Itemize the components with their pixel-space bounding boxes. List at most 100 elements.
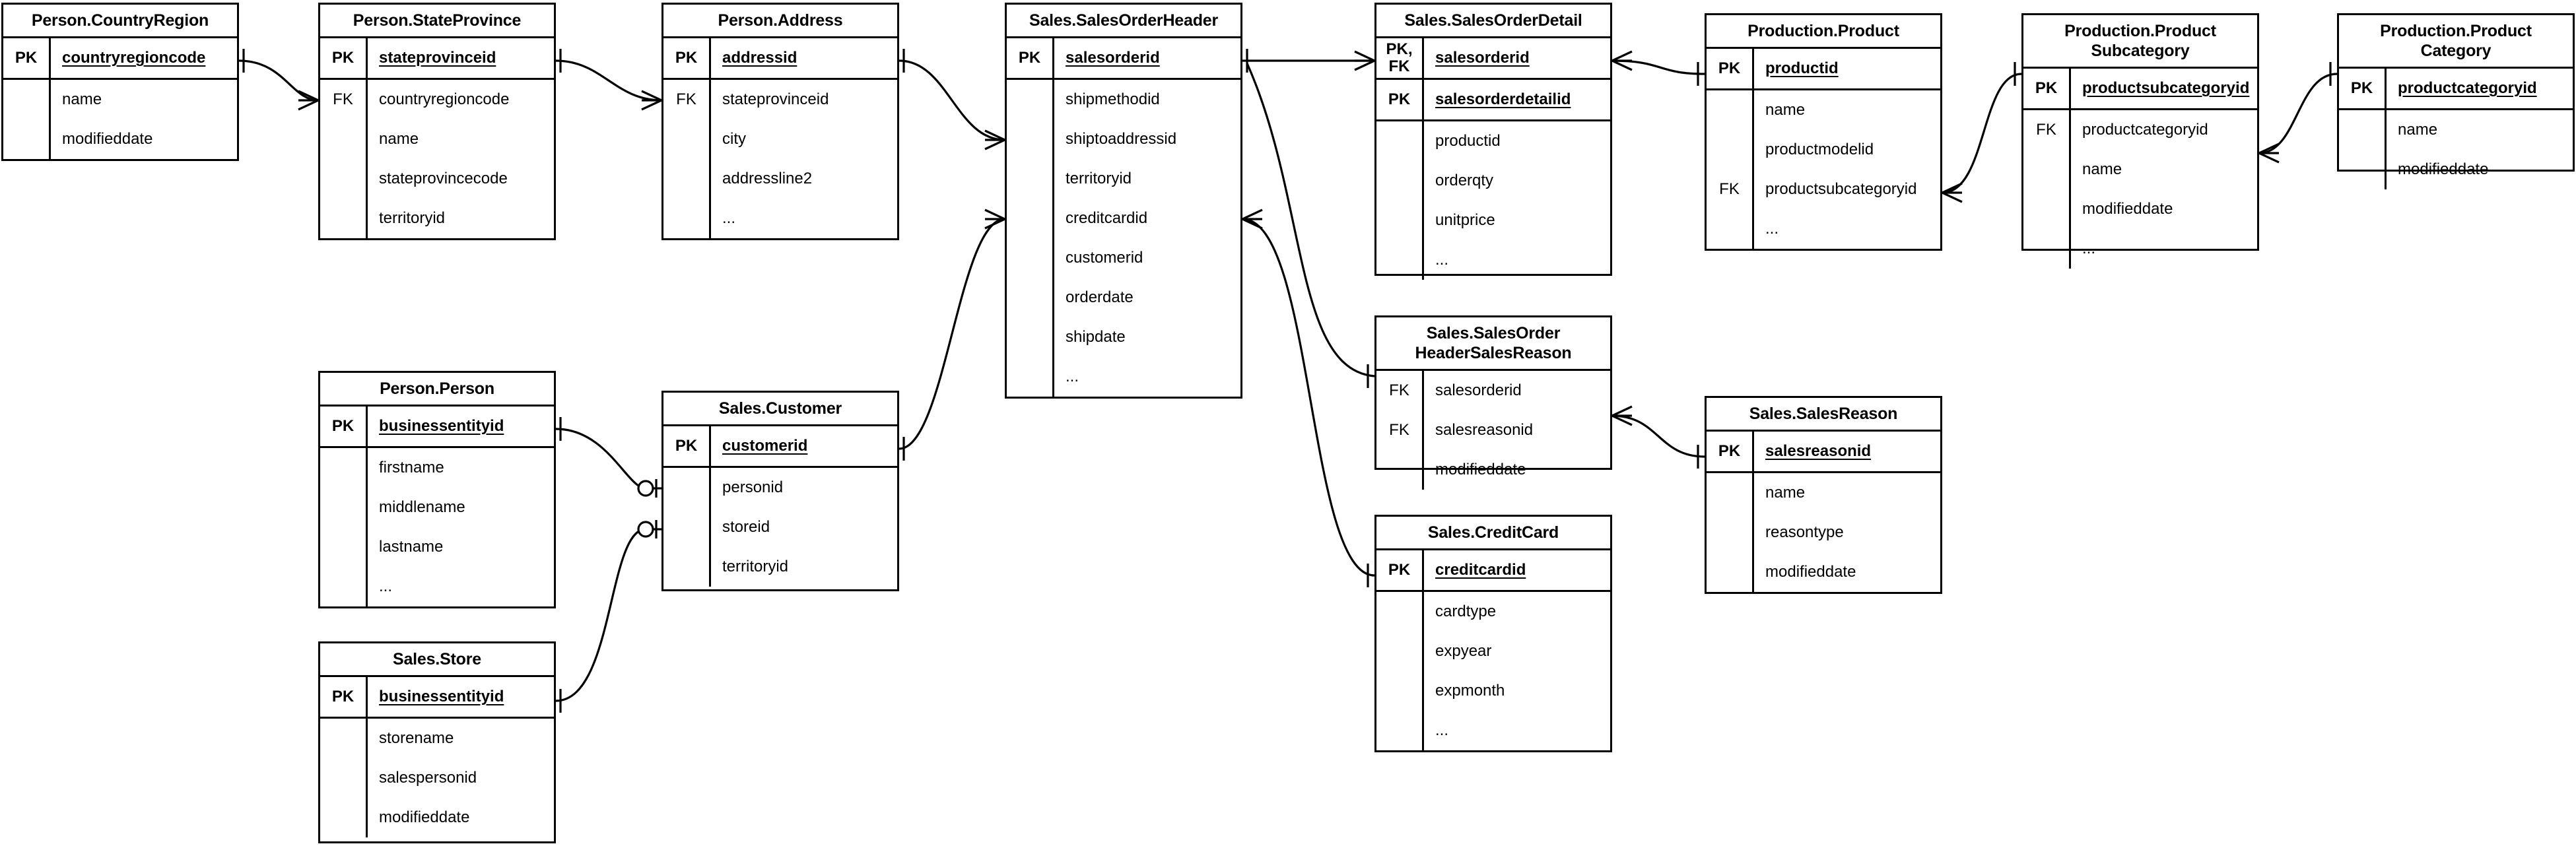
attribute-row[interactable]: name (3, 80, 237, 119)
attribute-row[interactable]: modifieddate (1376, 450, 1610, 490)
attribute-row[interactable]: ... (1007, 357, 1240, 397)
attribute-row[interactable]: name (320, 119, 554, 159)
attribute-row[interactable]: orderdate (1007, 278, 1240, 317)
attribute-key-badge (1376, 161, 1424, 201)
attribute-key-badge (3, 80, 51, 119)
attribute-key-badge (1007, 159, 1054, 199)
attribute-row[interactable]: salespersonid (320, 758, 554, 798)
attribute-name: modifieddate (62, 130, 153, 148)
attribute-key-badge (2023, 189, 2071, 229)
attribute-row[interactable]: shipdate (1007, 317, 1240, 357)
attribute-row[interactable]: storename (320, 719, 554, 758)
rel-person-customer (555, 417, 661, 498)
attribute-row[interactable]: reasontype (1707, 513, 1940, 552)
attribute-row[interactable]: shiptoaddressid (1007, 119, 1240, 159)
attribute-row[interactable]: expmonth (1376, 671, 1610, 711)
attribute-row[interactable]: stateprovincecode (320, 159, 554, 199)
attribute-row[interactable]: ... (320, 567, 554, 606)
entity-section: cardtype expyear expmonth... (1376, 592, 1610, 750)
attribute-row[interactable]: orderqty (1376, 161, 1610, 201)
attribute-row[interactable]: productmodelid (1707, 130, 1940, 170)
attribute-row[interactable]: city (663, 119, 897, 159)
attribute-row[interactable]: name (2023, 150, 2257, 189)
attribute-row[interactable]: personid (663, 468, 897, 507)
attribute-name: productid (1765, 59, 1839, 77)
attribute-row[interactable]: middlename (320, 488, 554, 527)
attribute-row[interactable]: expyear (1376, 632, 1610, 671)
attribute-row[interactable]: modifieddate (1707, 552, 1940, 592)
attribute-row[interactable]: territoryid (663, 547, 897, 587)
attribute-row[interactable]: modifieddate (3, 119, 237, 159)
attribute-row[interactable]: addressline2 (663, 159, 897, 199)
attribute-row[interactable]: modifieddate (2339, 150, 2573, 189)
attribute-name: salesreasonid (1435, 421, 1534, 439)
attribute-row[interactable]: firstname (320, 448, 554, 488)
attribute-row[interactable]: customerid (1007, 238, 1240, 278)
attribute-row[interactable]: shipmethodid (1007, 80, 1240, 119)
attribute-row[interactable]: lastname (320, 527, 554, 567)
attribute-row[interactable]: name (1707, 90, 1940, 130)
attribute-row[interactable]: ... (663, 199, 897, 238)
attribute-name: ... (1765, 220, 1779, 238)
attribute-key-badge (320, 567, 368, 606)
attribute-row[interactable]: ... (1707, 209, 1940, 249)
rel-creditcard-salesorderheader (1242, 209, 1375, 587)
attribute-row[interactable]: creditcardid (1007, 199, 1240, 238)
attribute-name: expyear (1435, 642, 1492, 660)
attribute-row[interactable]: productid (1376, 121, 1610, 161)
attribute-row[interactable]: modifieddate (320, 798, 554, 837)
attribute-row[interactable]: ... (2023, 229, 2257, 269)
attribute-row[interactable]: ... (1376, 240, 1610, 280)
attribute-row[interactable]: cardtype (1376, 592, 1610, 632)
attribute-row[interactable]: unitprice (1376, 201, 1610, 240)
attribute-row[interactable]: modifieddate (2023, 189, 2257, 229)
attribute-key-badge (2023, 229, 2071, 269)
attribute-row[interactable]: storeid (663, 507, 897, 547)
entity-section: name modifieddate (3, 80, 237, 159)
attribute-row[interactable]: territoryid (320, 199, 554, 238)
attribute-name: productcategoryid (2398, 79, 2537, 97)
attribute-row[interactable]: name (2339, 110, 2573, 150)
attribute-row[interactable]: name (1707, 473, 1940, 513)
attribute-key-badge (1007, 278, 1054, 317)
attribute-name: orderqty (1435, 172, 1494, 189)
attribute-row[interactable]: ... (1376, 711, 1610, 750)
attribute-row[interactable]: territoryid (1007, 159, 1240, 199)
